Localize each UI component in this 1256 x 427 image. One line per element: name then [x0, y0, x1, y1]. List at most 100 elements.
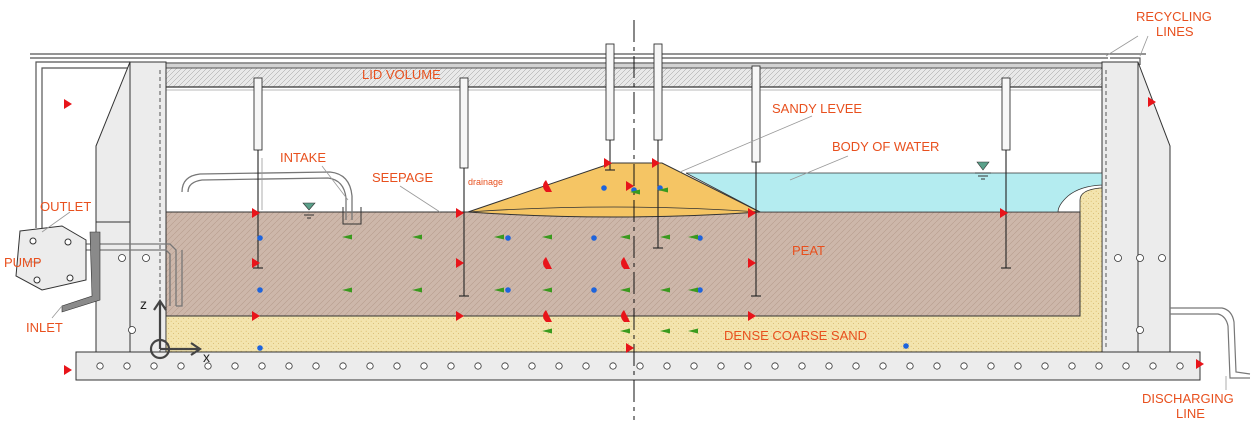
water-level-marker-body-of-water — [975, 161, 991, 180]
sensor-green — [342, 234, 352, 240]
sensor-markers — [64, 97, 1204, 375]
sensor-triangle — [626, 181, 634, 191]
standpipe — [751, 65, 761, 163]
discharging-pipe — [1170, 307, 1251, 379]
right-container-wall — [1101, 61, 1171, 353]
bolt-hole — [258, 362, 266, 370]
bolt-hole — [1176, 362, 1184, 370]
label-recycling-lines-1: RECYCLING — [1136, 9, 1212, 24]
bolt-hole — [177, 362, 185, 370]
bolt-hole — [1136, 254, 1144, 262]
label-intake: INTAKE — [280, 150, 326, 165]
sensor-green — [494, 234, 504, 240]
bolt-hole — [771, 362, 779, 370]
bolt-hole — [1114, 254, 1122, 262]
bolt-hole — [690, 362, 698, 370]
bolt-hole — [609, 362, 617, 370]
label-recycling-lines-2: LINES — [1156, 24, 1194, 39]
sensor-green — [688, 234, 698, 240]
bolt-hole — [118, 254, 126, 262]
bolt-hole — [1041, 362, 1049, 370]
bolt-hole — [798, 362, 806, 370]
bolt-hole — [128, 326, 136, 334]
label-lid-volume: LID VOLUME — [362, 67, 441, 82]
bolt-hole — [231, 362, 239, 370]
sensor-green — [630, 189, 640, 195]
standpipe — [605, 43, 615, 141]
sensor-triangle — [748, 258, 756, 268]
sensor-triangle — [64, 99, 72, 109]
sensor-green — [494, 287, 504, 293]
bolt-hole — [150, 362, 158, 370]
bolt-hole — [1014, 362, 1022, 370]
sensor-triangle — [252, 258, 260, 268]
bolt-hole — [1068, 362, 1076, 370]
label-discharging-line-2: LINE — [1176, 406, 1205, 421]
sensor-dot — [257, 345, 263, 351]
intake-reservoir — [181, 171, 362, 225]
sensor-triangle — [604, 158, 612, 168]
pump — [15, 225, 87, 291]
bolt-hole — [825, 362, 833, 370]
sensor-curve — [543, 180, 552, 192]
wall-bolt-holes — [118, 254, 1166, 334]
recycling-pipes — [30, 53, 1146, 228]
sensor-green — [620, 234, 630, 240]
label-discharging-line-1: DISCHARGING — [1142, 391, 1234, 406]
bolt-hole — [582, 362, 590, 370]
sensor-triangle — [626, 343, 634, 353]
bolt-hole — [663, 362, 671, 370]
sensor-green — [660, 287, 670, 293]
sensor-green — [412, 234, 422, 240]
sensor-green — [342, 287, 352, 293]
sensor-triangle — [64, 365, 72, 375]
sensor-dot — [505, 287, 511, 293]
sensor-triangle — [456, 208, 464, 218]
base-plate-bolt-holes — [96, 362, 1184, 370]
bolt-hole — [636, 362, 644, 370]
sensor-triangle — [1000, 208, 1008, 218]
sensor-curve — [543, 257, 552, 269]
sensor-triangle — [456, 258, 464, 268]
label-seepage: SEEPAGE — [372, 170, 434, 185]
sensor-green — [660, 234, 670, 240]
bolt-hole — [393, 362, 401, 370]
label-dense-coarse-sand: DENSE COARSE SAND — [724, 328, 867, 343]
sandy-levee — [467, 162, 762, 218]
sensor-triangle — [456, 311, 464, 321]
sensor-triangle — [1148, 97, 1156, 107]
sensor-green — [620, 287, 630, 293]
sensor-green — [658, 187, 668, 193]
label-pump: PUMP — [4, 255, 42, 270]
label-body-of-water: BODY OF WATER — [832, 139, 939, 154]
coordinate-axes — [149, 299, 202, 360]
sensor-dot — [697, 287, 703, 293]
bolt-hole — [96, 362, 104, 370]
bolt-hole — [366, 362, 374, 370]
sensor-green — [688, 328, 698, 334]
label-peat: PEAT — [792, 243, 825, 258]
sensor-curve — [543, 310, 552, 322]
bolt-hole — [555, 362, 563, 370]
bolt-hole — [474, 362, 482, 370]
sensor-dot — [903, 343, 909, 349]
sensor-dot — [591, 235, 597, 241]
bolt-hole — [1095, 362, 1103, 370]
label-outlet: OUTLET — [40, 199, 91, 214]
sensor-triangle — [748, 208, 756, 218]
bolt-hole — [142, 254, 150, 262]
sensor-green — [660, 328, 670, 334]
sensor-triangle — [1196, 359, 1204, 369]
bolt-hole — [501, 362, 509, 370]
label-sandy-levee: SANDY LEVEE — [772, 101, 862, 116]
bolt-hole — [906, 362, 914, 370]
pore-pressure-probes — [253, 43, 1011, 297]
axis-label-x: x — [203, 349, 210, 365]
standpipe — [253, 77, 263, 151]
sensor-dot — [591, 287, 597, 293]
label-drainage: drainage — [468, 177, 503, 187]
sensor-dot — [257, 235, 263, 241]
standpipe — [459, 77, 469, 169]
bolt-hole — [528, 362, 536, 370]
inlet-pipe — [70, 243, 183, 307]
